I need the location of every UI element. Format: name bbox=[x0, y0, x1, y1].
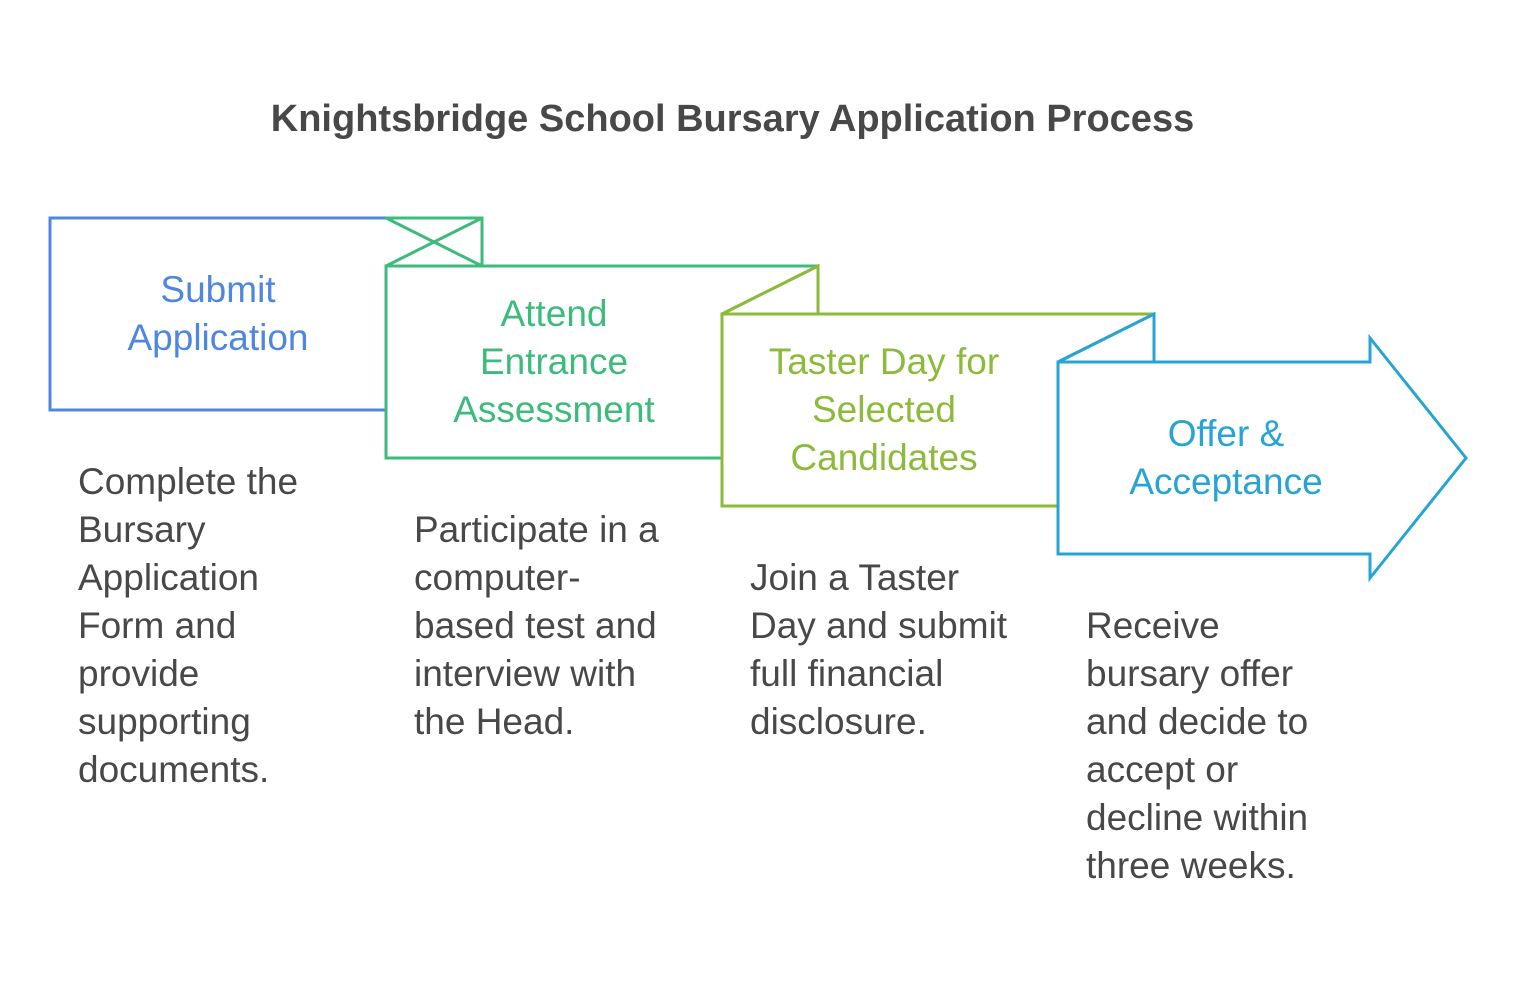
step-4-description-line: accept or bbox=[1086, 749, 1239, 790]
step-2-description-line: the Head. bbox=[414, 701, 575, 742]
step-3-description-line: Day and submit bbox=[750, 605, 1008, 646]
step-2-description-line: computer- bbox=[414, 557, 581, 598]
step-4-description: Receive bursary offer and decide to acce… bbox=[1086, 602, 1386, 890]
step-1-description-line: Form and bbox=[78, 605, 237, 646]
step-3-label-line: Selected bbox=[812, 389, 956, 430]
step-3-label-line: Candidates bbox=[790, 437, 978, 478]
step-4-description-line: bursary offer bbox=[1086, 653, 1294, 694]
step-4-description-line: decline within bbox=[1086, 797, 1309, 838]
step-1-description-line: Application bbox=[78, 557, 260, 598]
diagram-title: Knightsbridge School Bursary Application… bbox=[270, 98, 1195, 140]
step-2-label: Attend Entrance Assessment bbox=[396, 290, 712, 434]
step-3-label: Taster Day for Selected Candidates bbox=[722, 338, 1046, 482]
step-1-description-line: supporting bbox=[78, 701, 251, 742]
step-4-label-line: Acceptance bbox=[1129, 461, 1323, 502]
step-2-description: Participate in a computer- based test an… bbox=[414, 506, 714, 746]
step-3-description: Join a Taster Day and submit full financ… bbox=[750, 554, 1050, 746]
step-4-description-line: and decide to bbox=[1086, 701, 1309, 742]
step-1-description-line: documents. bbox=[78, 749, 270, 790]
step-1-description-line: provide bbox=[78, 653, 200, 694]
step-1-description-line: Bursary bbox=[78, 509, 206, 550]
step-1-description: Complete the Bursary Application Form an… bbox=[78, 458, 378, 794]
step-4-description-line: three weeks. bbox=[1086, 845, 1296, 886]
step-4-label-line: Offer & bbox=[1167, 413, 1285, 454]
step-2-label-line: Assessment bbox=[453, 389, 655, 430]
step-1-label-line: Application bbox=[127, 317, 309, 358]
step-2-description-line: based test and bbox=[414, 605, 657, 646]
step-2-label-line: Entrance bbox=[479, 341, 629, 382]
step-1-description-line: Complete the bbox=[78, 461, 299, 502]
step-3-description-line: full financial bbox=[750, 653, 944, 694]
step-1-label-line: Submit bbox=[160, 269, 276, 310]
step-3-description-line: Join a Taster bbox=[750, 557, 960, 598]
step-2-description-line: interview with bbox=[414, 653, 637, 694]
step-2-description-line: Participate in a bbox=[414, 509, 659, 550]
step-2-label-line: Attend bbox=[500, 293, 608, 334]
step-1-label: Submit Application bbox=[60, 266, 376, 362]
step-4-description-line: Receive bbox=[1086, 605, 1220, 646]
step-3-label-line: Taster Day for bbox=[768, 341, 1000, 382]
step-3-description-line: disclosure. bbox=[750, 701, 927, 742]
step-4-label: Offer & Acceptance bbox=[1068, 410, 1384, 506]
